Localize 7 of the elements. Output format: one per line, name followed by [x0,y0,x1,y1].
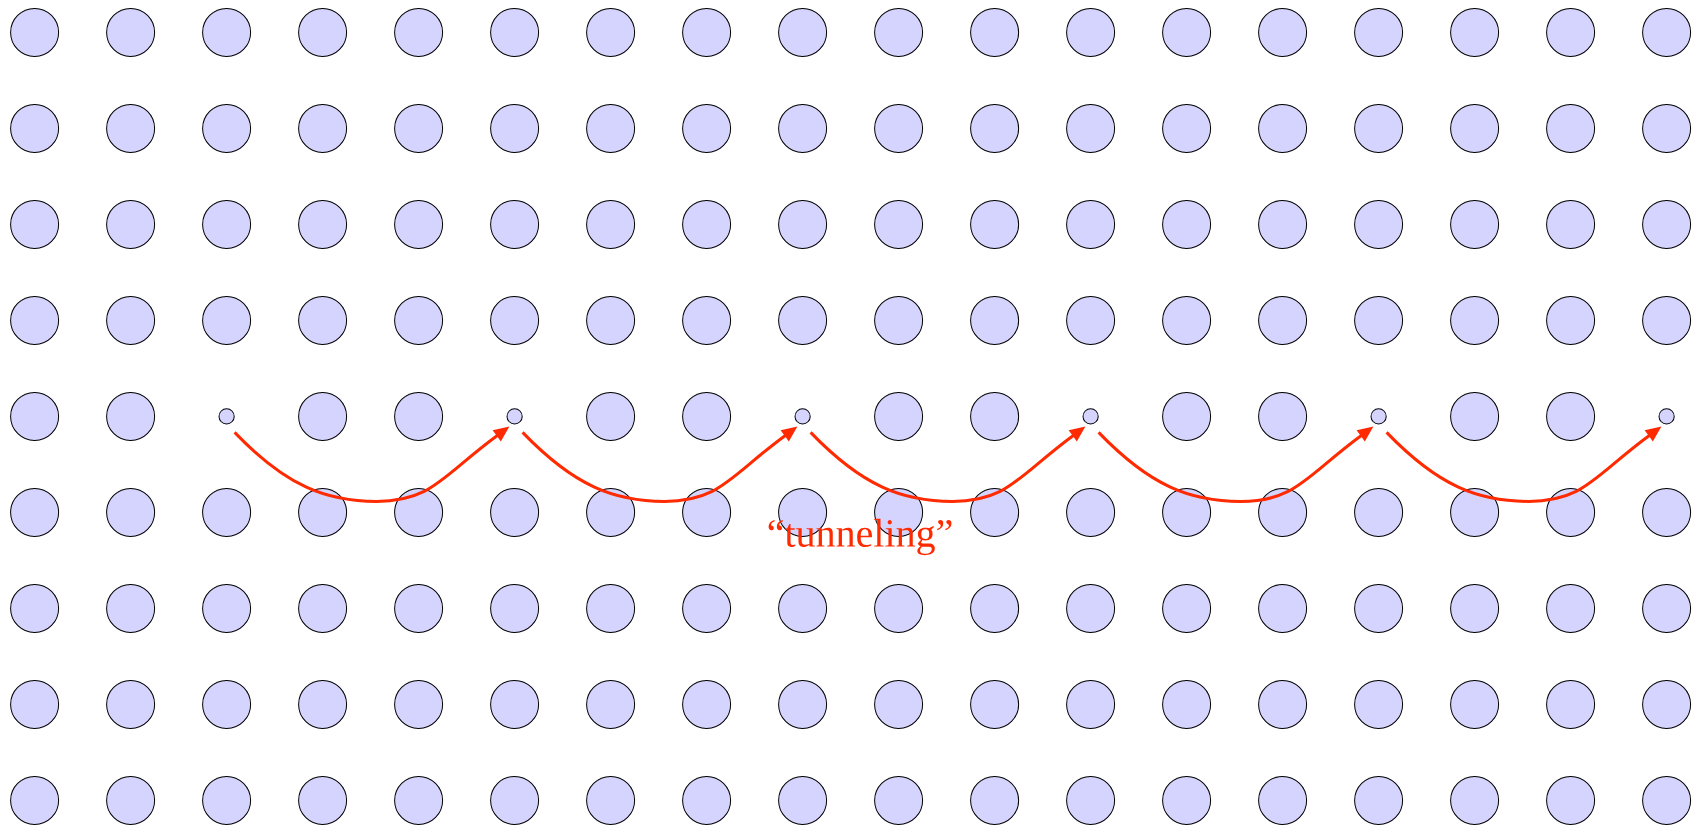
defect-circle [506,408,523,425]
defect-circle [1082,408,1099,425]
defect-circle [1370,408,1387,425]
defect-circle [218,408,235,425]
annotation-label: “tunneling” [768,518,952,556]
defect-circle [1658,408,1675,425]
defect-circle [794,408,811,425]
